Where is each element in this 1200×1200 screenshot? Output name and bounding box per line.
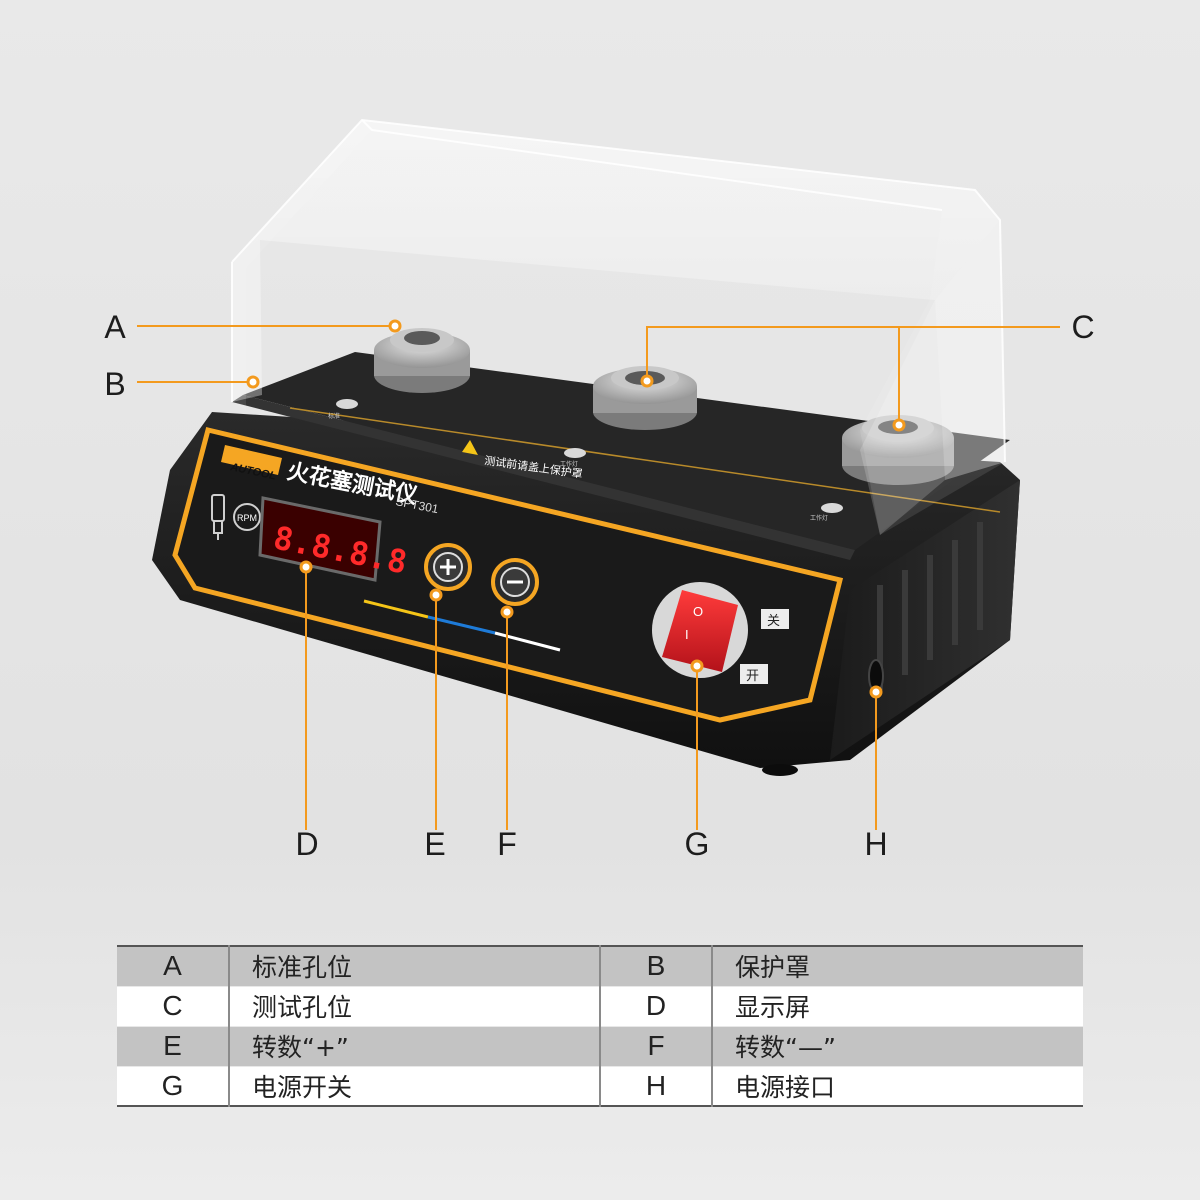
switch-off-label: 关 — [767, 614, 780, 629]
legend-key: B — [599, 946, 712, 986]
switch-on-label: 开 — [746, 669, 759, 684]
callout-d: D — [295, 826, 319, 862]
callout-f: F — [497, 826, 517, 862]
legend-value: 转数“+” — [228, 1025, 600, 1066]
standard-hole — [374, 328, 470, 393]
callout-b: B — [104, 366, 126, 402]
legend-key: A — [117, 946, 229, 986]
rpm-label: RPM — [237, 513, 257, 523]
legend-value: 电源开关 — [228, 1065, 600, 1106]
legend-row: E 转数“+” F 转数“—” — [117, 1025, 1083, 1066]
spark-plug-icon — [211, 494, 225, 540]
callout-leaders — [137, 325, 1060, 830]
callout-e: E — [424, 826, 446, 862]
legend-table: A 标准孔位 B 保护罩 C 测试孔位 D 显示屏 E 转数“+” F 转数“—… — [117, 945, 1083, 1107]
level-bar — [363, 599, 561, 652]
legend-value: 测试孔位 — [228, 985, 600, 1026]
hole-label-mid: 工作灯 — [560, 460, 578, 468]
legend-value: 电源接口 — [711, 1065, 1083, 1106]
legend-key: F — [599, 1025, 712, 1066]
rpm-minus-button[interactable] — [491, 558, 539, 606]
hole-label-right: 工作灯 — [810, 514, 828, 522]
legend-key: G — [117, 1065, 229, 1106]
plus-icon — [440, 559, 456, 575]
callout-c: C — [1071, 309, 1095, 345]
legend-key: H — [599, 1065, 712, 1106]
legend-key: D — [599, 985, 712, 1026]
legend-key: C — [117, 985, 229, 1026]
hole-label-left: 标准 — [328, 412, 340, 420]
legend-value: 保护罩 — [711, 946, 1083, 986]
protective-cover — [231, 118, 1006, 535]
legend-value: 转数“—” — [711, 1025, 1083, 1066]
spark-plug-tester-illustration: AUTOOL 火花塞测试仪 SPT301 测试前请盖上保护罩 RPM 8.8.8… — [137, 118, 1060, 830]
rpm-plus-button[interactable] — [424, 543, 472, 591]
callout-h: H — [864, 826, 888, 862]
rpm-display: 8.8.8.8 — [258, 496, 410, 582]
callout-g: G — [684, 826, 710, 862]
legend-row: C 测试孔位 D 显示屏 — [117, 985, 1083, 1026]
legend-key: E — [117, 1025, 229, 1066]
power-switch[interactable]: O I — [652, 582, 748, 678]
switch-off-symbol: O — [693, 604, 703, 619]
callout-dots — [246, 319, 906, 699]
legend-value: 显示屏 — [711, 985, 1083, 1026]
top-plate — [232, 352, 1010, 560]
legend-value: 标准孔位 — [228, 946, 600, 986]
legend-row: G 电源开关 H 电源接口 — [117, 1065, 1083, 1106]
test-hole-right — [842, 415, 954, 485]
legend-row: A 标准孔位 B 保护罩 — [117, 946, 1083, 986]
switch-on-symbol: I — [685, 627, 689, 642]
callout-a: A — [104, 309, 126, 345]
